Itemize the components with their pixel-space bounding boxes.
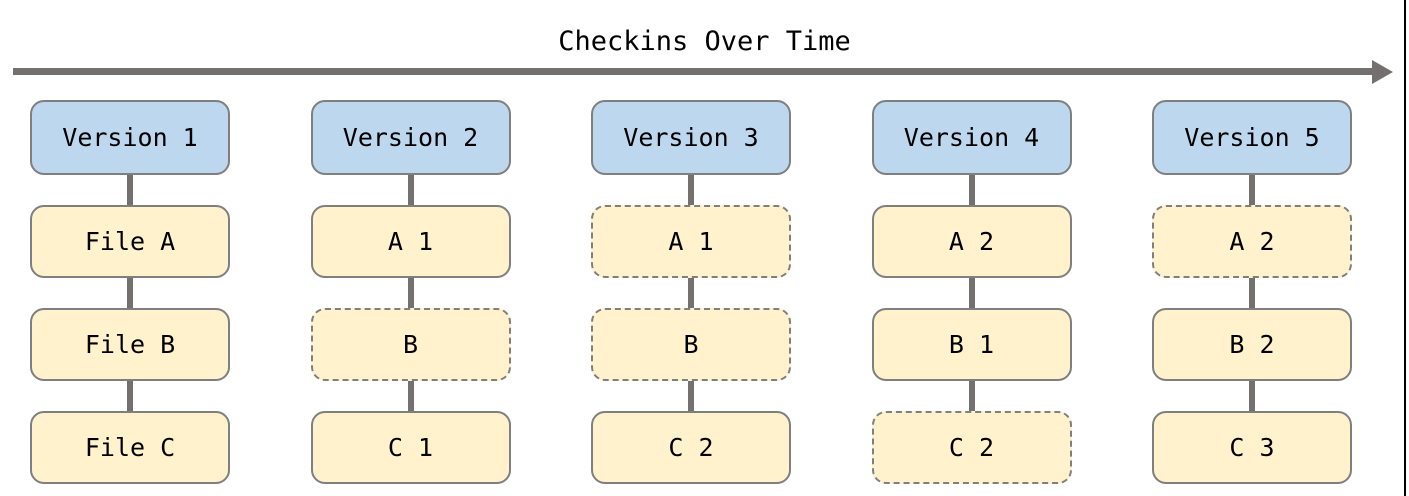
connector-line <box>127 175 133 205</box>
connector-line <box>1249 381 1255 411</box>
connector-line <box>968 381 975 411</box>
version-box: Version 5 <box>1152 100 1352 175</box>
connector-line <box>968 278 975 308</box>
file-box: C 2 <box>871 411 1072 484</box>
file-box: C 1 <box>310 411 511 484</box>
version-box: Version 3 <box>591 100 791 175</box>
file-box: B 1 <box>871 308 1072 381</box>
connector-line <box>407 381 414 411</box>
connector-line <box>407 175 414 205</box>
version-column: Version 1 File A File B File C <box>30 100 230 484</box>
connector-line <box>1249 278 1255 308</box>
file-box: B <box>310 308 511 381</box>
version-column: Version 2 A 1 B C 1 <box>310 100 511 484</box>
file-box: C 2 <box>591 411 791 484</box>
connector-line <box>1249 175 1255 205</box>
version-box: Version 2 <box>310 100 511 175</box>
file-box: A 1 <box>310 205 511 278</box>
connector-line <box>688 381 694 411</box>
version-column: Version 3 A 1 B C 2 <box>591 100 791 484</box>
file-box: B <box>591 308 791 381</box>
file-box: C 3 <box>1152 411 1352 484</box>
connector-line <box>127 278 133 308</box>
file-box: File C <box>30 411 230 484</box>
file-box: File A <box>30 205 230 278</box>
file-box: A 2 <box>871 205 1072 278</box>
file-box: A 1 <box>591 205 791 278</box>
diagram-title: Checkins Over Time <box>558 26 851 57</box>
file-box: B 2 <box>1152 308 1352 381</box>
version-box: Version 1 <box>30 100 230 175</box>
file-box: File B <box>30 308 230 381</box>
right-edge-line <box>1404 0 1406 496</box>
connector-line <box>688 175 694 205</box>
connector-line <box>407 278 414 308</box>
version-box: Version 4 <box>871 100 1072 175</box>
connector-line <box>127 381 133 411</box>
connector-line <box>968 175 975 205</box>
version-column: Version 4 A 2 B 1 C 2 <box>871 100 1072 484</box>
timeline-arrow-head-icon <box>1372 60 1393 84</box>
timeline-arrow-line <box>13 68 1374 75</box>
version-column: Version 5 A 2 B 2 C 3 <box>1152 100 1352 484</box>
version-columns: Version 1 File A File B File C Version 2 A 1 B… <box>30 100 1352 484</box>
connector-line <box>688 278 694 308</box>
file-box: A 2 <box>1152 205 1352 278</box>
